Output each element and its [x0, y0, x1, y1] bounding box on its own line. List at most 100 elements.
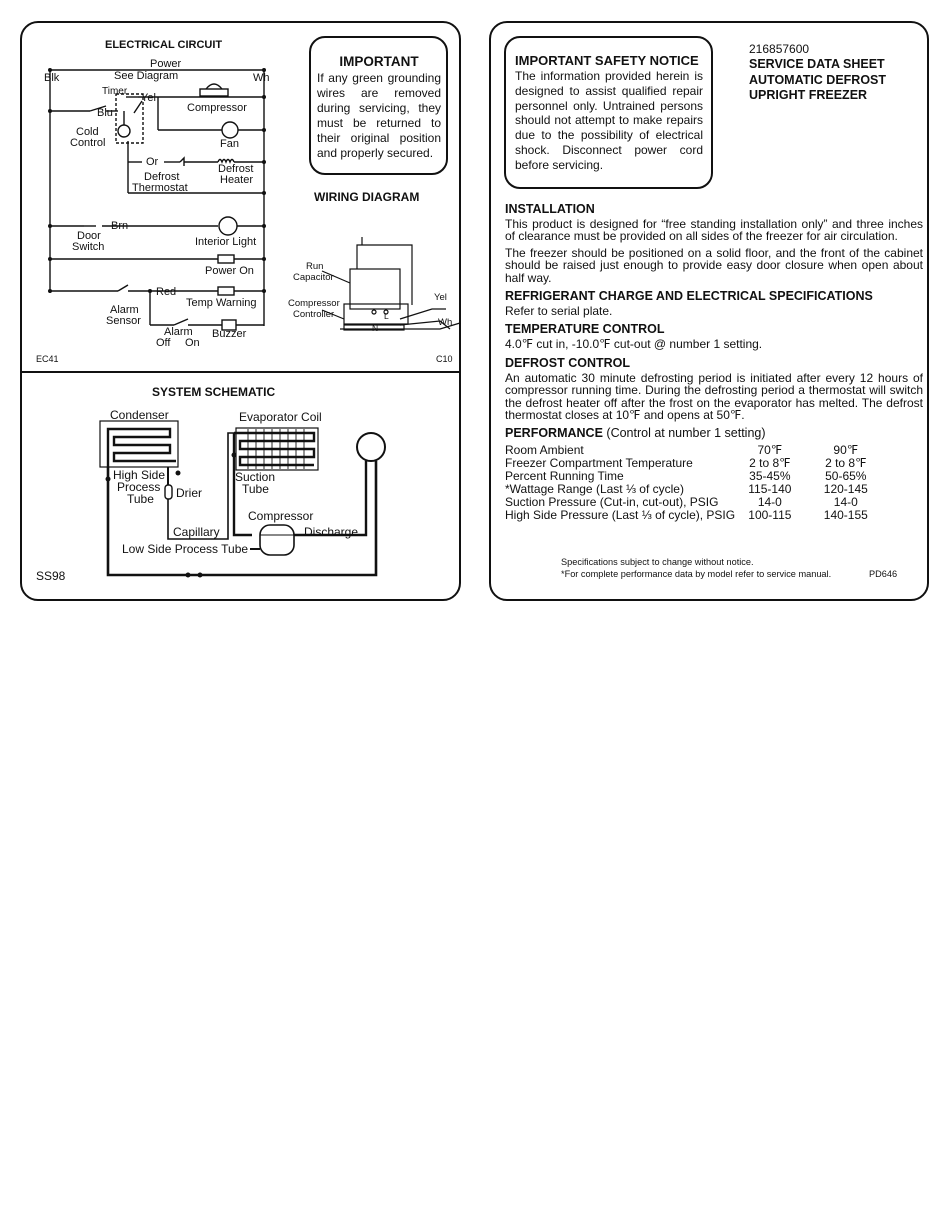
temperature-control-heading: TEMPERATURE CONTROL	[505, 322, 665, 337]
label-defrost-thermostat-1: Defrost	[144, 171, 179, 183]
document-title-line-3: UPRIGHT FREEZER	[749, 88, 868, 103]
label-door-switch-2: Switch	[72, 241, 104, 253]
system-schematic-diagram	[99, 420, 386, 578]
perf-value-90: 14-0	[833, 495, 858, 510]
label-see-diagram: See Diagram	[114, 70, 178, 82]
label-alarm: Alarm	[164, 326, 193, 338]
label-high-side-1: High Side	[113, 468, 165, 482]
label-yel: Yel	[141, 92, 156, 104]
label-cold-control-2: Control	[70, 137, 105, 149]
label-alarm-sensor-2: Sensor	[106, 315, 141, 327]
footnote-2: *For complete performance data by model …	[561, 568, 832, 579]
label-interior-light: Interior Light	[195, 236, 256, 248]
performance-subheading: (Control at number 1 setting)	[606, 426, 766, 441]
label-or: Or	[146, 156, 159, 168]
performance-heading-text: PERFORMANCE	[505, 426, 603, 441]
perf-value-90: 120-145	[823, 482, 868, 497]
label-schematic-compressor: Compressor	[248, 509, 313, 523]
panel-divider	[22, 371, 459, 373]
label-cold-control-1: Cold	[76, 126, 99, 138]
label-run-capacitor-2: Capacitor	[293, 272, 334, 283]
safety-notice-box: IMPORTANT SAFETY NOTICE The information …	[504, 36, 713, 189]
system-schematic-title: SYSTEM SCHEMATIC	[152, 385, 275, 399]
label-defrost-heater-2: Heater	[220, 174, 253, 186]
footnote-1: Specifications subject to change without…	[561, 557, 754, 567]
perf-label: Room Ambient	[505, 443, 584, 458]
label-defrost-heater-1: Defrost	[218, 163, 253, 175]
label-capillary: Capillary	[173, 525, 220, 539]
label-wd-l: L	[384, 311, 389, 321]
diagram-canvas: ELECTRICAL CIRCUIT Power See Diagram Blk…	[36, 39, 461, 583]
label-compressor: Compressor	[187, 102, 247, 114]
installation-para-1: This product is designed for “free stand…	[505, 217, 923, 244]
perf-value-90: 2 to 8℉	[825, 456, 867, 471]
performance-row: *Wattage Range (Last ⅓ of cycle) 115-140 1…	[505, 483, 887, 496]
label-suction-1: Suction	[235, 470, 275, 484]
perf-value-90: 140-155	[823, 508, 868, 523]
performance-row: Percent Running Time 35-45% 50-65%	[505, 470, 887, 483]
perf-label: Percent Running Time	[505, 469, 624, 484]
perf-label: *Wattage Range (Last ⅓ of cycle)	[505, 482, 684, 497]
label-on: On	[185, 337, 200, 349]
label-off: Off	[156, 337, 171, 349]
label-discharge: Discharge	[304, 525, 358, 539]
part-number: 216857600	[749, 42, 810, 56]
label-wd-n: N	[372, 323, 378, 333]
electrical-circuit-diagram	[48, 68, 266, 331]
document-code: PD646	[869, 569, 898, 579]
performance-row: Freezer Compartment Temperature 2 to 8℉ 2 …	[505, 457, 887, 470]
system-schematic-code: SS98	[36, 569, 66, 583]
label-wd-yel: Yel	[434, 292, 447, 303]
label-high-side-2: Process	[117, 480, 160, 494]
perf-value-70: 35-45%	[749, 469, 791, 484]
important-notice-box: IMPORTANT If any green grounding wires a…	[309, 36, 448, 175]
performance-row: Suction Pressure (Cut-in, cut-out), PSIG…	[505, 496, 887, 509]
footnotes: Specifications subject to change without…	[561, 557, 831, 580]
performance-heading: PERFORMANCE (Control at number 1 setting…	[505, 425, 923, 442]
left-panel: ELECTRICAL CIRCUIT Power See Diagram Blk…	[20, 21, 461, 601]
label-red: Red	[156, 286, 176, 298]
perf-value-70: 115-140	[748, 482, 792, 497]
label-brn: Brn	[111, 220, 128, 232]
label-fan: Fan	[220, 138, 239, 150]
label-compressor-controller-1: Compressor	[288, 298, 340, 309]
document-title-line-1: SERVICE DATA SHEET	[749, 57, 885, 72]
label-evaporator-coil: Evaporator Coil	[239, 410, 322, 424]
perf-value-70: 2 to 8℉	[749, 456, 791, 471]
document-header: 216857600 SERVICE DATA SHEET AUTOMATIC D…	[749, 42, 886, 104]
important-body: If any green grounding wires are removed…	[317, 71, 441, 160]
perf-label: Freezer Compartment Temperature	[505, 456, 693, 471]
performance-row: High Side Pressure (Last ⅓ of cycle), PS…	[505, 509, 887, 522]
label-blk: Blk	[44, 72, 60, 84]
perf-value-70: 100-115	[748, 508, 792, 523]
label-high-side-3: Tube	[127, 492, 154, 506]
electrical-circuit-title: ELECTRICAL CIRCUIT	[105, 39, 222, 51]
label-wh: Wh	[253, 72, 270, 84]
perf-value-70: 14-0	[757, 495, 782, 510]
perf-value-90: 50-65%	[825, 469, 867, 484]
defrost-control-body: An automatic 30 minute defrosting period…	[505, 370, 923, 423]
label-timer: Timer	[102, 86, 128, 97]
right-panel: IMPORTANT SAFETY NOTICE The information …	[489, 21, 929, 601]
label-alarm-sensor-1: Alarm	[110, 304, 139, 316]
perf-value-90: 90℉	[833, 443, 859, 458]
wiring-diagram-code: C10	[436, 354, 453, 364]
label-door-switch-1: Door	[77, 230, 101, 242]
label-drier: Drier	[176, 486, 202, 500]
electrical-circuit-code: EC41	[36, 354, 59, 364]
spec-body: INSTALLATION This product is designed fo…	[505, 201, 923, 522]
label-run-capacitor-1: Run	[306, 261, 323, 272]
label-condenser: Condenser	[110, 408, 169, 422]
label-power: Power	[150, 58, 182, 70]
refrigerant-body: Refer to serial plate.	[505, 304, 613, 319]
label-temp-warning: Temp Warning	[186, 297, 257, 309]
wiring-diagram-title: WIRING DIAGRAM	[314, 190, 419, 204]
document-title-line-2: AUTOMATIC DEFROST	[749, 72, 887, 87]
label-compressor-controller-2: Controller	[293, 309, 334, 320]
temperature-control-body: 4.0℉ cut in, -10.0℉ cut-out @ number 1 s…	[505, 337, 763, 352]
perf-label: Suction Pressure (Cut-in, cut-out), PSIG	[505, 495, 719, 510]
perf-label: High Side Pressure (Last ⅓ of cycle), PS…	[505, 508, 736, 523]
wiring-diagram-drawing	[321, 237, 461, 331]
installation-para-2: The freezer should be positioned on a so…	[505, 245, 923, 285]
